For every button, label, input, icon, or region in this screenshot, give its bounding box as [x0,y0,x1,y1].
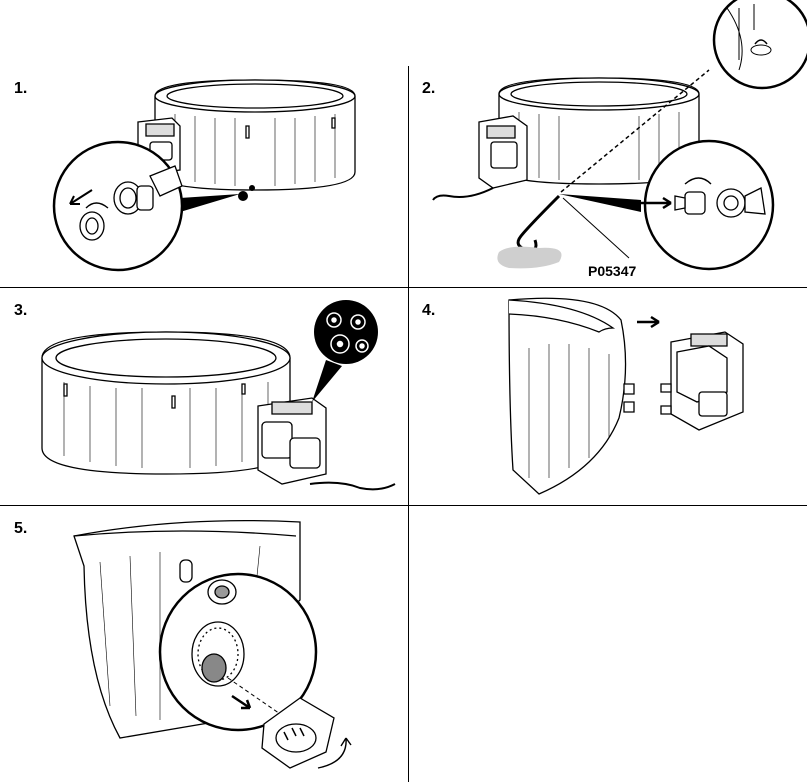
part-number-label: P05347 [588,263,636,279]
step-1-illustration [0,66,408,287]
step-2-illustration [409,0,807,287]
spa-tub [155,80,355,190]
control-panel-zoom [314,300,378,364]
zoom-pointer [180,194,240,212]
zoom-circle-top [714,0,807,88]
zoom-pointer [312,360,342,402]
step-5-illustration [0,506,408,782]
drain-valve-marker [238,191,248,201]
power-cord [433,188,493,200]
pump-unit [479,116,527,188]
pump-unit [258,398,326,484]
detach-arrow-icon [637,317,659,327]
zoom-pointer [559,194,641,212]
power-cord [310,483,395,490]
spa-tub-section [509,298,634,494]
step-3-illustration [0,288,408,505]
garden-hose [518,196,559,250]
water-puddle [497,247,561,269]
step-4-illustration [409,288,807,505]
spa-tub [42,332,290,474]
pump-unit [661,332,743,430]
